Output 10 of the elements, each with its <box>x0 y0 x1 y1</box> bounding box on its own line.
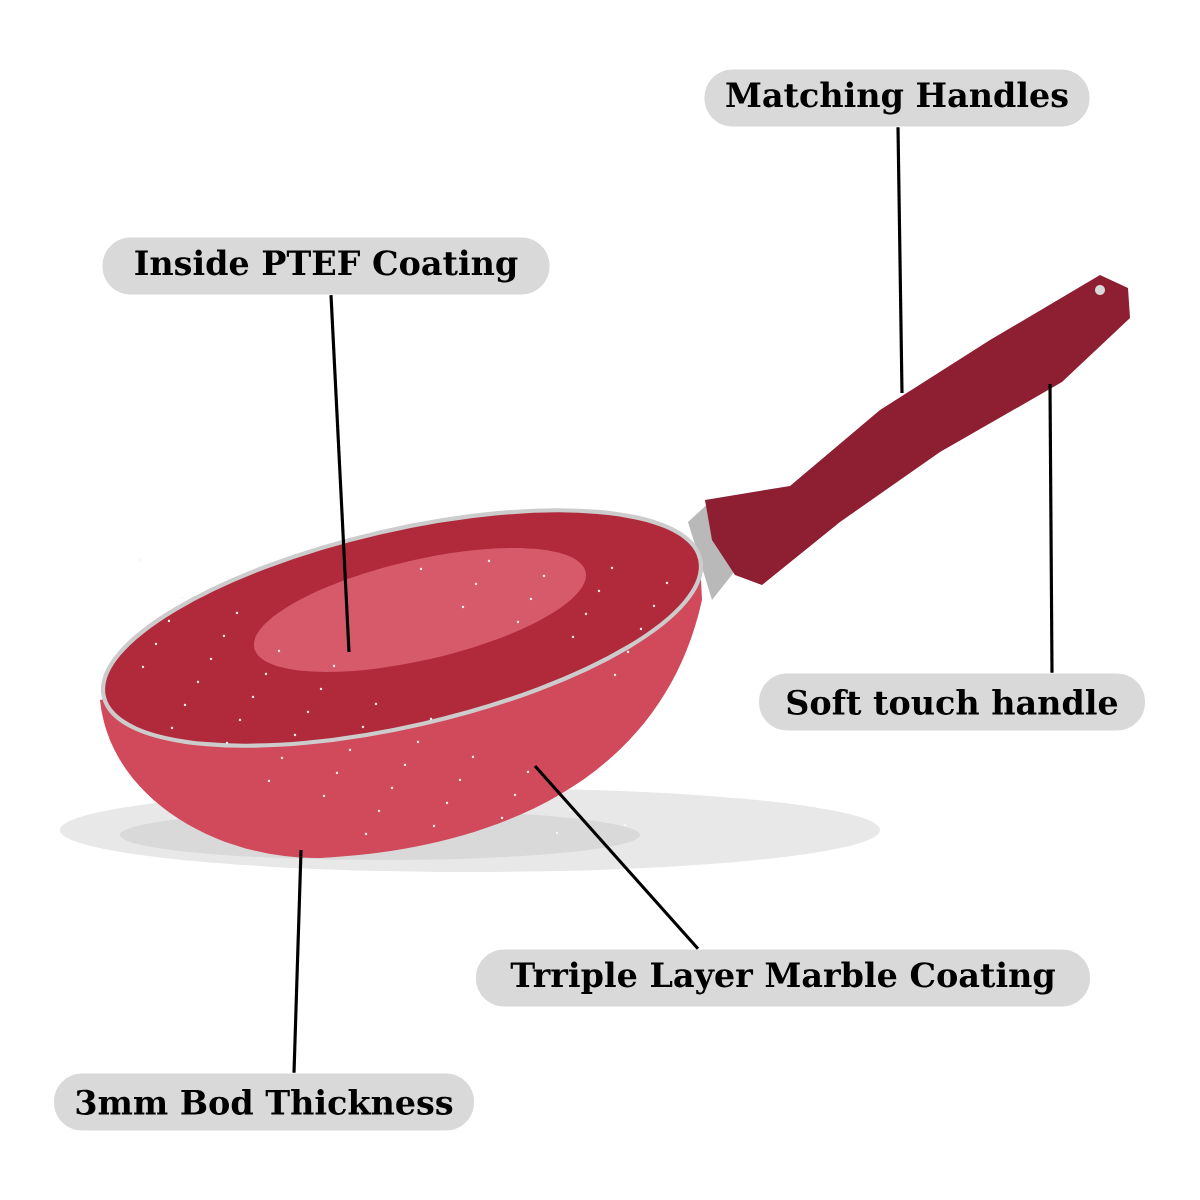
leader-line <box>329 295 351 653</box>
label-pill: Trriple Layer Marble Coating <box>476 949 1090 1007</box>
label-pill: Soft touch handle <box>759 673 1145 731</box>
label-pill: Matching Handles <box>704 69 1090 127</box>
label-pill: Inside PTEF Coating <box>102 237 550 295</box>
leader-line <box>896 127 904 394</box>
leader-line <box>533 764 700 950</box>
leader-line <box>292 849 303 1073</box>
leader-line <box>1048 384 1054 673</box>
label-pill: 3mm Bod Thickness <box>54 1073 474 1131</box>
